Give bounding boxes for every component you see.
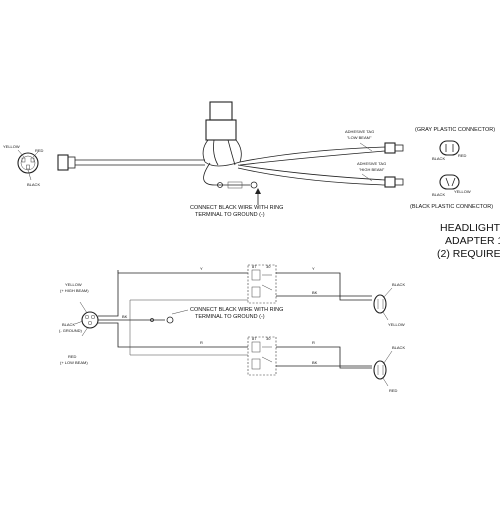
schem-black-label: BLACK [62,322,75,327]
gray-connector-icon [439,140,460,156]
top-out-black-label: BLACK [392,282,405,287]
bottom-out-red-label: RED [389,388,398,393]
schem-yellow-desc: (+ HIGH BEAM) [60,288,89,293]
wire-mark-5: BK [312,290,318,295]
black-pin-black-label: BLACK [432,192,445,197]
schem-black-desc: (- GROUND) [59,328,83,333]
title-line1: HEADLIGHT [440,222,500,234]
headlight-socket [17,149,39,181]
harness-ground-note-line2: TERMINAL TO GROUND (-) [195,212,265,218]
socket-red-label: RED [35,148,44,153]
schem-red-label: RED [68,354,77,359]
top-out-yellow-label: YELLOW [388,322,405,327]
tag-low-leader [359,142,373,152]
socket-yellow-label: YELLOW [3,144,20,149]
tag-high-leader [361,173,373,182]
schematic-wires [98,270,372,369]
schem-ground-note-line1: CONNECT BLACK WIRE WITH RING [190,307,283,313]
schem-ground-note-line2: TERMINAL TO GROUND (-) [195,314,265,320]
gray-pin-red-label: RED [458,153,467,158]
relay-low-beam [247,336,277,376]
wire-mark-1: Y [200,266,203,271]
wire-mark-6: R [312,340,315,345]
relay2-pin-a: 87 [252,336,257,341]
title-line3: (2) REQUIRED [437,248,500,260]
schem-ground-leader [171,309,189,315]
tag-low-line2: "LOW BEAM" [347,135,372,140]
tag-low-line1: ADHESIVE TAG [345,129,374,134]
wire-mark-3: R [200,340,203,345]
relay1-pin-b: 30 [266,264,271,269]
harness-plug [57,154,205,171]
relay2-pin-b: 30 [266,336,271,341]
harness-branches [237,142,404,188]
black-connector-label: (BLACK PLASTIC CONNECTOR) [410,204,493,210]
black-connector-icon [439,174,460,190]
tag-high-line1: ADHESIVE TAG [357,161,386,166]
tag-high-line2: "HIGH BEAM" [359,167,385,172]
title-line2: ADAPTER 1 [445,235,500,247]
harness-ground-lead [203,162,258,189]
wire-mark-4: Y [312,266,315,271]
harness-ground-note-line1: CONNECT BLACK WIRE WITH RING [190,205,283,211]
wire-mark-7: BK [312,360,318,365]
relay-high-beam [247,264,277,304]
schem-red-desc: (+ LOW BEAM) [60,360,88,365]
output-connector-top [373,287,393,321]
socket-black-label: BLACK [27,182,40,187]
relay1-pin-a: 87 [252,264,257,269]
bottom-out-black-label: BLACK [392,345,405,350]
output-connector-bottom [373,350,393,387]
gray-pin-black-label: BLACK [432,156,445,161]
gray-connector-label: (GRAY PLASTIC CONNECTOR) [415,127,495,133]
ground-arrow [255,188,261,205]
schem-yellow-label: YELLOW [65,282,82,287]
wire-mark-2: BK [122,314,128,319]
black-pin-yellow-label: YELLOW [454,189,471,194]
relay-housing [202,101,242,167]
